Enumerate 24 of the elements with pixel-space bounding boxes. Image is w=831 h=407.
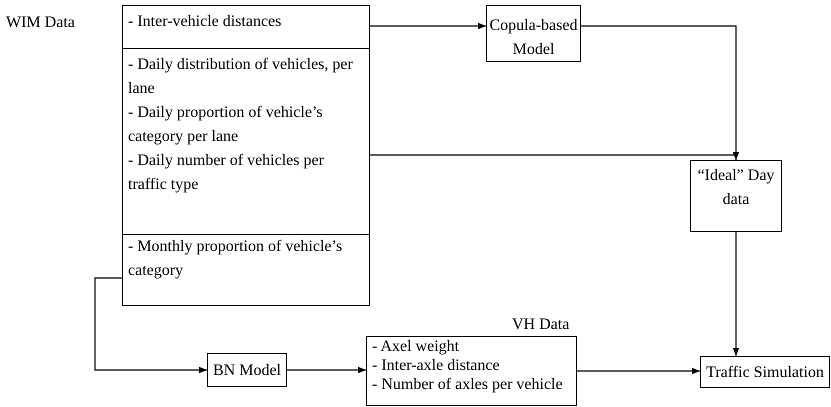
arrow [577, 368, 700, 374]
heading: WIM Data [6, 13, 75, 32]
node-text: - Daily distribution of vehicles, per lane [128, 55, 354, 99]
process-box [690, 160, 782, 232]
arrow [94, 277, 207, 374]
arrow [368, 22, 486, 30]
node-text: - Daily number of vehicles per traffic type [128, 151, 325, 195]
node-text: - Inter-vehicle distances [128, 12, 282, 31]
node-text: - Daily proportion of vehicle’s category per lane [128, 103, 324, 147]
process-box [207, 353, 287, 387]
node-text: - Axel weight [372, 337, 460, 356]
arrow [732, 232, 740, 356]
arrow [368, 152, 740, 160]
process-box [486, 5, 581, 62]
node-text: - Monthly proportion of vehicle’s category [128, 237, 344, 281]
process-box [700, 356, 830, 388]
node-text: Traffic Simulation [705, 363, 825, 382]
node-text: BN Model [212, 361, 282, 380]
node-text: Copula-based Model [488, 16, 578, 60]
node-text: “Ideal” Day data [696, 166, 776, 210]
arrow [287, 366, 366, 374]
node-text: - Number of axles per vehicle [372, 375, 564, 394]
node-text: - Inter-axle distance [372, 356, 501, 375]
heading: VH Data [512, 315, 570, 334]
